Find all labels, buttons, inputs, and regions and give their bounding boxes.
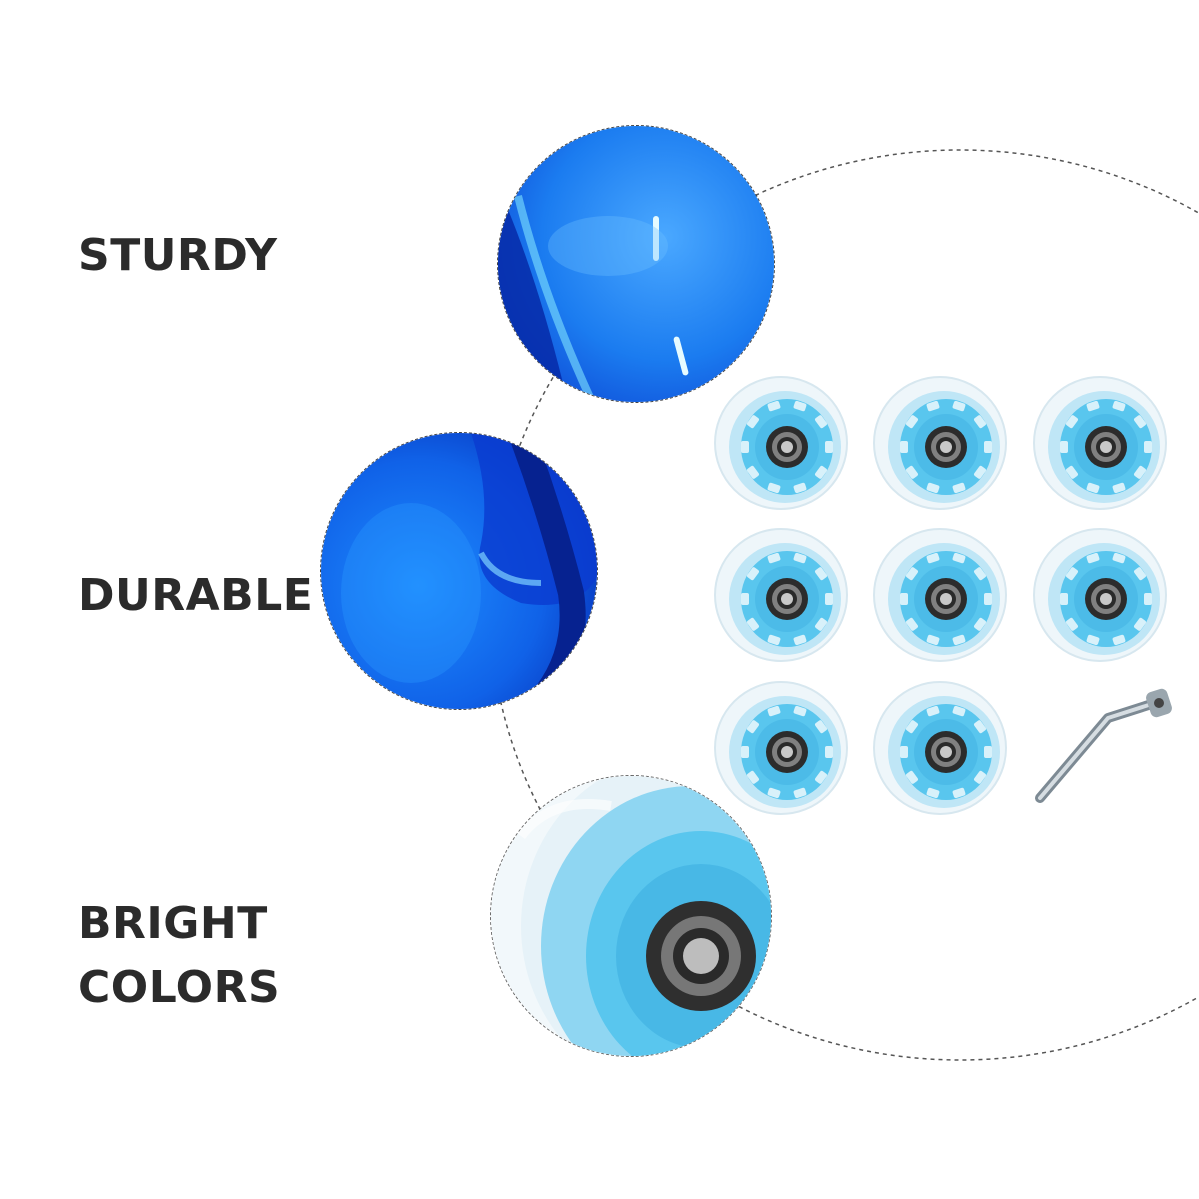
feature-label-bright-colors: BRIGHT COLORS: [78, 898, 281, 1013]
light-up-wheel: [713, 680, 853, 820]
light-up-wheel: [872, 527, 1012, 667]
zoom-detail-wheel-bearing: [490, 775, 772, 1057]
feature-label-sturdy: STURDY: [78, 230, 278, 281]
light-up-wheel: [1032, 375, 1172, 515]
allen-wrench-icon: [1030, 680, 1180, 810]
light-up-wheel: [872, 375, 1012, 515]
zoom-detail-glow-surface: [497, 125, 775, 403]
feature-label-durable: DURABLE: [78, 570, 314, 621]
zoom-detail-durable-plastic: [320, 432, 598, 710]
light-up-wheel: [713, 375, 853, 515]
light-up-wheel: [713, 527, 853, 667]
light-up-wheel: [872, 680, 1012, 820]
light-up-wheel: [1032, 527, 1172, 667]
